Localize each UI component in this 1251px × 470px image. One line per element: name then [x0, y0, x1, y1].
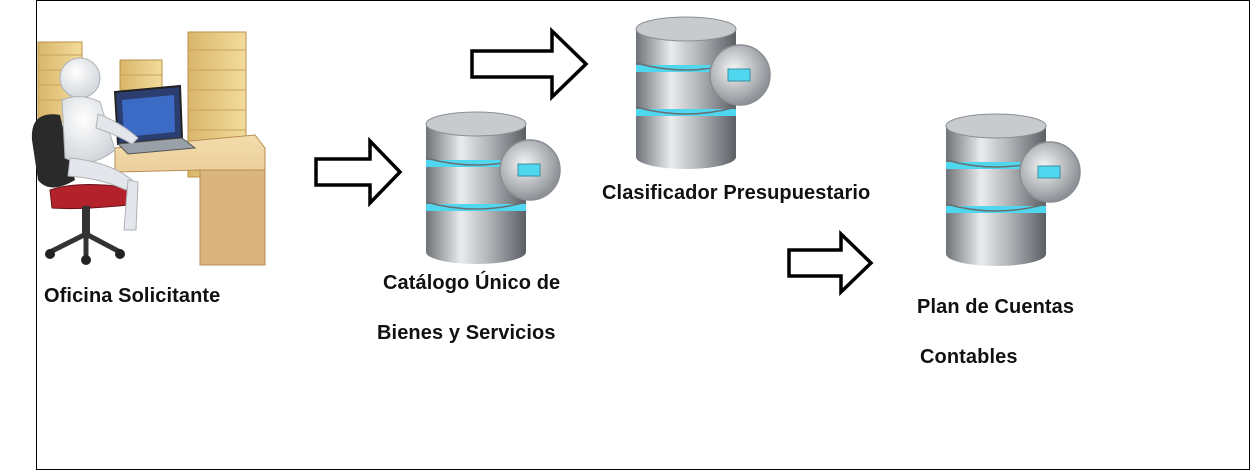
- node-label-clasificador: Clasificador Presupuestario: [602, 182, 871, 204]
- database-icon: [945, 113, 1081, 266]
- node-label-plan-line1: Plan de Cuentas: [917, 296, 1075, 318]
- database-icon: [425, 111, 561, 264]
- right-arrow-icon: [314, 137, 403, 207]
- right-arrow-icon: [787, 230, 874, 296]
- right-arrow-icon: [470, 27, 589, 101]
- office-worker-icon: [31, 31, 266, 266]
- node-label-catalogo-line2: Bienes y Servicios: [377, 322, 556, 344]
- database-icon: [635, 16, 771, 169]
- node-label-plan-line2: Contables: [920, 346, 1018, 368]
- node-label-catalogo-line1: Catálogo Único de: [383, 272, 561, 294]
- node-label-oficina: Oficina Solicitante: [44, 285, 221, 307]
